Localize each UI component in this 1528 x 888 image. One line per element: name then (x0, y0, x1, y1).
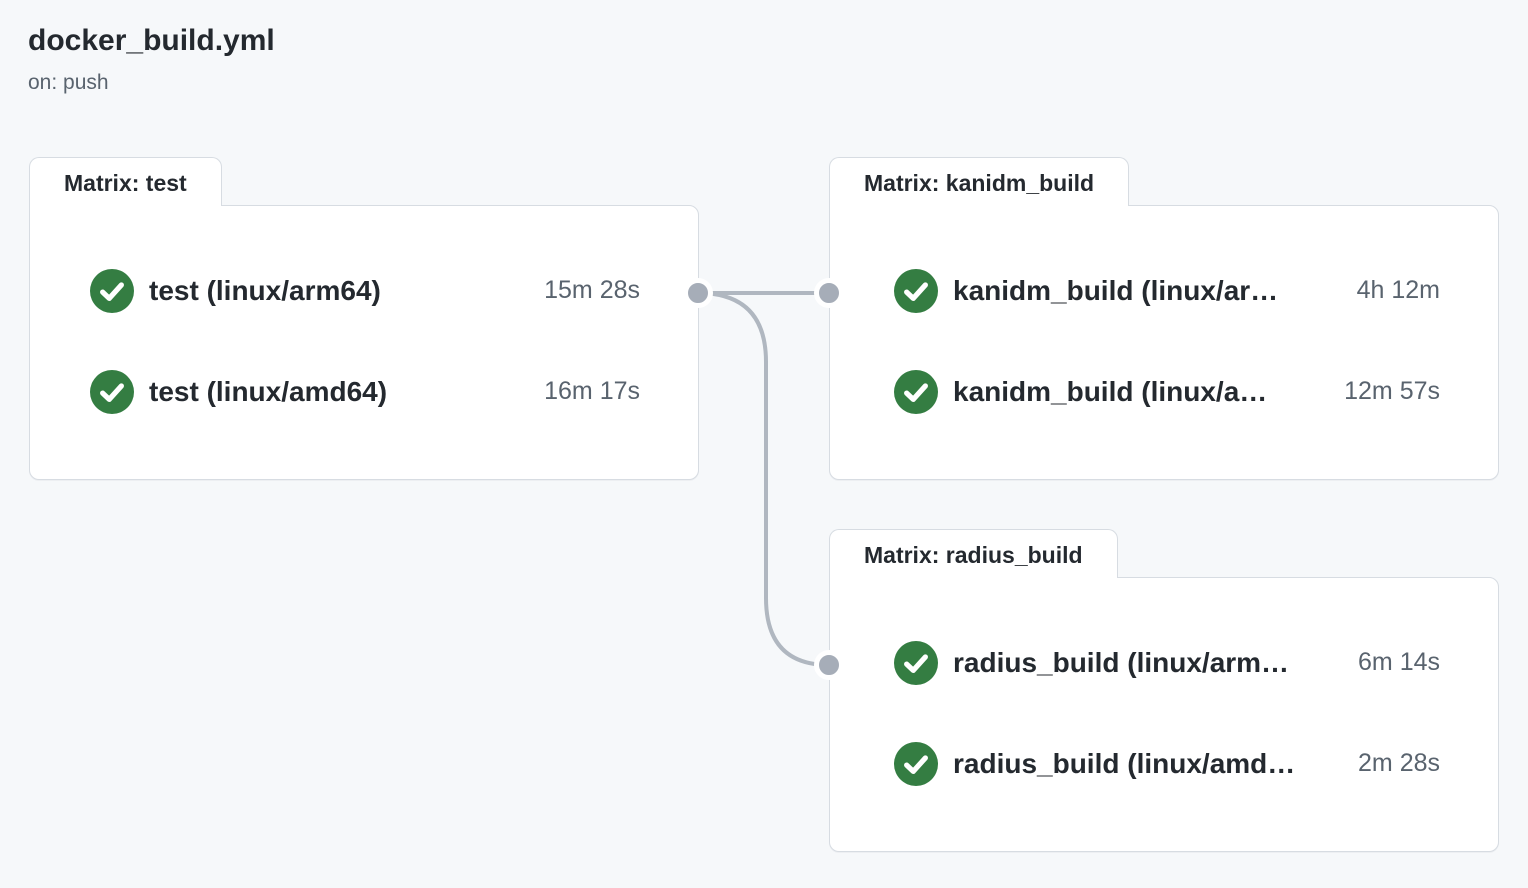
check-circle-icon (894, 741, 938, 786)
job-duration: 4h 12m (1356, 276, 1440, 304)
connector-dot-kanidm-input (814, 278, 844, 308)
workflow-header: docker_build.yml on: push (28, 22, 275, 95)
job-duration: 15m 28s (544, 276, 640, 304)
job-row-radius-build-arm[interactable]: radius_build (linux/arm… 6m 14s (894, 612, 1440, 713)
matrix-card-test: Matrix: test test (linux/arm64) 15m 28s … (29, 157, 699, 480)
check-circle-icon (894, 640, 938, 685)
job-row-radius-build-amd[interactable]: radius_build (linux/amd… 2m 28s (894, 713, 1440, 814)
matrix-tab-radius-build: Matrix: radius_build (829, 529, 1118, 578)
workflow-trigger: on: push (28, 71, 109, 94)
matrix-tab-kanidm-build: Matrix: kanidm_build (829, 157, 1130, 206)
job-name: kanidm_build (linux/a… (953, 375, 1268, 407)
job-name: radius_build (linux/amd… (953, 747, 1296, 779)
check-circle-icon (90, 268, 134, 313)
page-title: docker_build.yml (28, 24, 275, 57)
job-duration: 6m 14s (1358, 648, 1440, 676)
check-circle-icon (894, 268, 938, 313)
connector-dot-test-output (683, 278, 713, 308)
check-circle-icon (894, 369, 938, 414)
matrix-tab-test: Matrix: test (29, 157, 222, 206)
job-name: kanidm_build (linux/ar… (953, 274, 1279, 306)
job-name: test (linux/arm64) (149, 274, 381, 306)
job-name: test (linux/amd64) (149, 375, 388, 407)
matrix-card-radius-build: Matrix: radius_build radius_build (linux… (829, 529, 1499, 852)
job-row-kanidm-build-arm[interactable]: kanidm_build (linux/ar… 4h 12m (894, 240, 1440, 341)
job-row-test-amd64[interactable]: test (linux/amd64) 16m 17s (90, 341, 640, 442)
job-row-kanidm-build-amd[interactable]: kanidm_build (linux/a… 12m 57s (894, 341, 1440, 442)
matrix-card-body: radius_build (linux/arm… 6m 14s radius_b… (829, 577, 1499, 852)
job-duration: 2m 28s (1358, 749, 1440, 777)
edge-test-to-radius (697, 291, 830, 667)
matrix-card-body: test (linux/arm64) 15m 28s test (linux/a… (29, 205, 699, 480)
job-duration: 16m 17s (544, 377, 640, 405)
job-row-test-arm64[interactable]: test (linux/arm64) 15m 28s (90, 240, 640, 341)
matrix-card-body: kanidm_build (linux/ar… 4h 12m kanidm_bu… (829, 205, 1499, 480)
matrix-card-kanidm-build: Matrix: kanidm_build kanidm_build (linux… (829, 157, 1499, 480)
check-circle-icon (90, 369, 134, 414)
job-duration: 12m 57s (1344, 377, 1440, 405)
job-name: radius_build (linux/arm… (953, 646, 1290, 678)
connector-dot-radius-input (814, 650, 844, 680)
